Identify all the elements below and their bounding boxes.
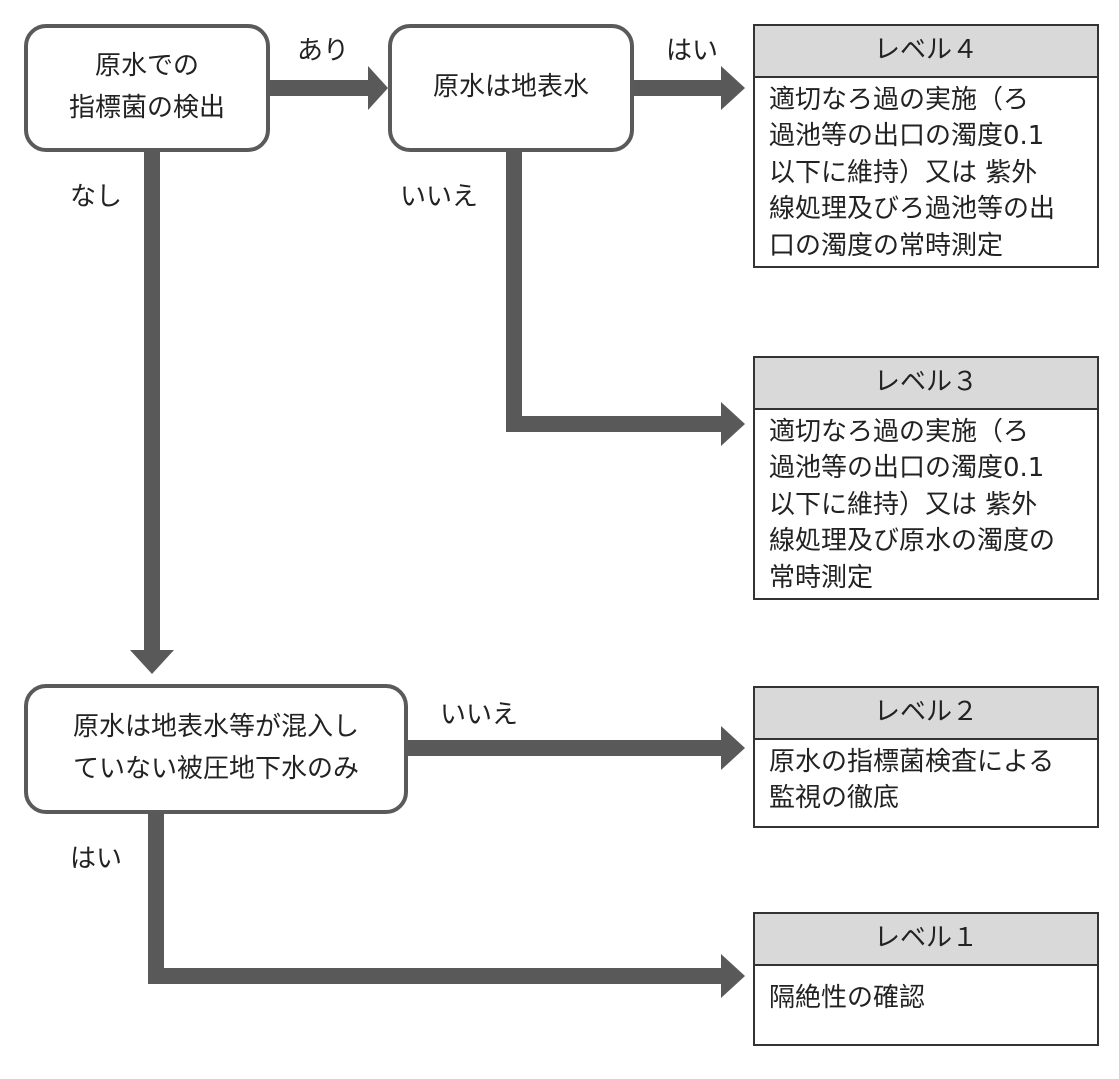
label-detect-no: なし	[70, 182, 123, 212]
label-confined-yes: はい	[70, 844, 123, 874]
label-detect-yes: あり	[297, 36, 350, 66]
arrow-confined-to-level2	[405, 740, 723, 756]
level-4-description: 適切なろ過の実施（ろ 過池等の出口の濁度0.1 以下に維持）又は 紫外 線処理及…	[769, 85, 1056, 261]
level-1-description: 隔絶性の確認	[769, 983, 926, 1013]
level-2-box: レベル２ 原水の指標菌検査による 監視の徹底	[753, 686, 1099, 828]
level-4-title: レベル４	[755, 26, 1097, 78]
arrow-surface-down	[506, 150, 522, 432]
level-3-description: 適切なろ過の実施（ろ 過池等の出口の濁度0.1 以下に維持）又は 紫外 線処理及…	[769, 417, 1056, 593]
level-1-title: レベル１	[755, 914, 1097, 966]
arrowhead-surface-to-level4	[721, 66, 745, 110]
label-surface-no: いいえ	[400, 182, 479, 212]
arrowhead-confined-to-level2	[721, 726, 745, 770]
arrowhead-detect-to-confined	[130, 650, 174, 674]
arrow-surface-to-level3	[506, 416, 723, 432]
label-confined-no: いいえ	[440, 700, 519, 730]
level-1-box: レベル１ 隔絶性の確認	[753, 912, 1099, 1046]
level-3-title: レベル３	[755, 358, 1097, 410]
arrowhead-detect-to-surface	[368, 66, 388, 110]
level-2-title: レベル２	[755, 688, 1097, 740]
arrow-confined-to-level1	[148, 968, 723, 984]
arrowhead-confined-to-level1	[721, 954, 745, 998]
level-2-description: 原水の指標菌検査による 監視の徹底	[769, 747, 1055, 814]
label-surface-yes: はい	[666, 36, 719, 66]
node-indicator-detection: 原水での 指標菌の検出	[24, 24, 270, 152]
node-confined-groundwater: 原水は地表水等が混入し ていない被圧地下水のみ	[24, 684, 408, 814]
level-4-box: レベル４ 適切なろ過の実施（ろ 過池等の出口の濁度0.1 以下に維持）又は 紫外…	[753, 24, 1099, 268]
arrow-surface-to-level4	[633, 80, 723, 96]
arrowhead-surface-to-level3	[721, 402, 745, 446]
arrow-confined-down	[148, 812, 164, 984]
arrow-detect-down	[144, 150, 160, 652]
level-3-box: レベル３ 適切なろ過の実施（ろ 過池等の出口の濁度0.1 以下に維持）又は 紫外…	[753, 356, 1099, 600]
node-surface-water: 原水は地表水	[388, 24, 634, 152]
arrow-detect-to-surface	[268, 80, 370, 96]
